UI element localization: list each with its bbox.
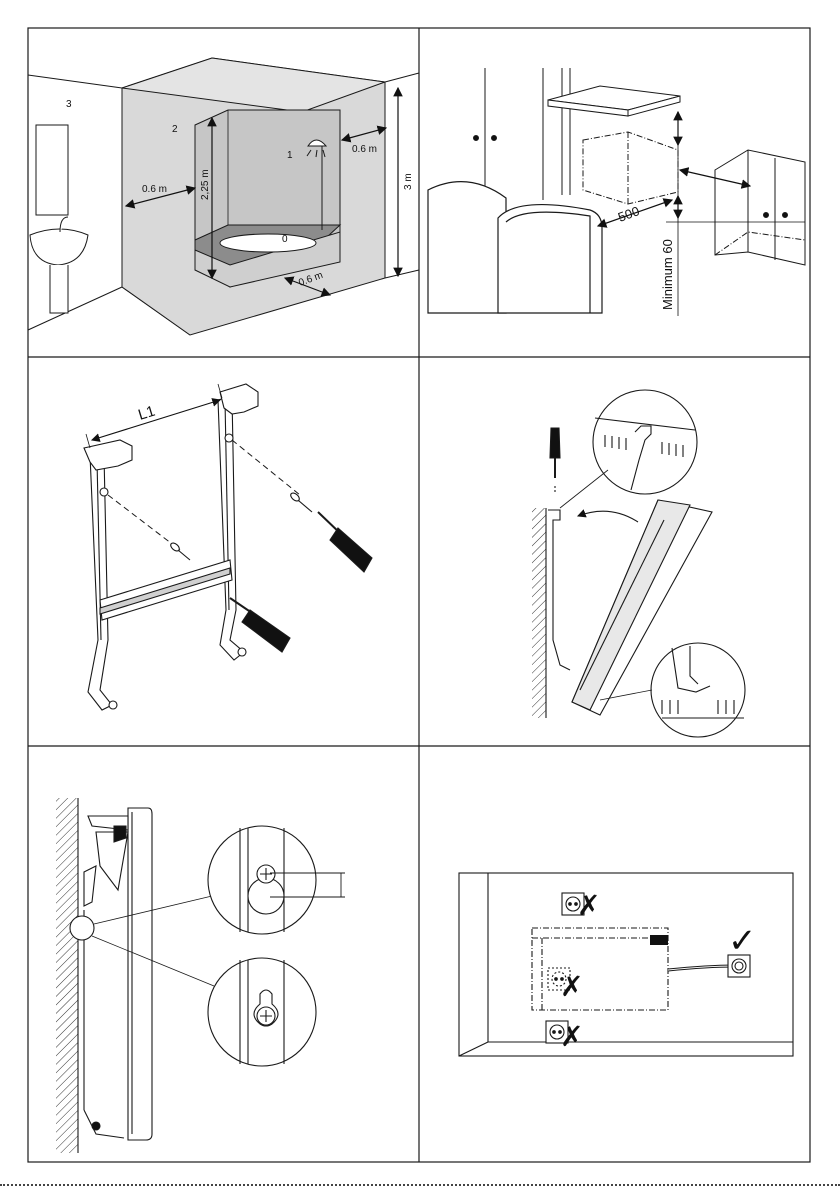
screw-icon <box>289 491 312 512</box>
dim-label-height-zone: 2,25 m <box>200 169 211 200</box>
cross-icon: ✗ <box>560 1021 583 1052</box>
zone-label-2: 2 <box>172 124 178 135</box>
panel-clearances: 500 Minimum 60 <box>428 68 805 316</box>
sink-icon <box>30 125 88 313</box>
shelf <box>548 86 680 116</box>
detail-circle-top <box>560 390 697 508</box>
detail-keyhole-top <box>208 826 345 934</box>
screwdriver-icon <box>318 512 372 572</box>
tall-cupboard <box>474 68 571 200</box>
dim-label-minimum: Minimum 60 <box>660 239 675 310</box>
panel-hanging <box>532 390 745 737</box>
zone-label-3: 3 <box>66 99 72 110</box>
heater-profile <box>84 808 152 1140</box>
bracket-crossbar <box>100 560 232 620</box>
cross-icon: ✗ <box>560 971 583 1002</box>
dim-label-depth: 500 <box>616 203 642 225</box>
zone-label-1: 1 <box>287 150 293 161</box>
bottom-perforation <box>0 1184 840 1190</box>
side-cabinet <box>715 150 805 265</box>
bracket-rail-left <box>84 440 132 710</box>
wall-hatch <box>532 508 546 718</box>
wall-hatch <box>56 798 78 1153</box>
heater-outline <box>583 132 678 204</box>
screw-icon <box>169 541 190 560</box>
screwdriver-icon <box>550 428 560 478</box>
panel-socket-position: ✗ ✗ ✗ ✓ <box>459 873 793 1056</box>
dim-label-height-total: 3 m <box>403 173 414 190</box>
dim-label-side-left: 0.6 m <box>142 184 167 195</box>
dim-arrow-l1 <box>92 400 220 440</box>
armchair <box>428 182 602 313</box>
zone-label-0: 0 <box>282 234 288 245</box>
dim-label-side-right: 0.6 m <box>352 144 377 155</box>
panel-bathroom-zones: 3 2 1 0 3 m 2,25 m 0.6 m 0.6 m 0.6 m <box>28 58 419 335</box>
detail-keyhole-bottom <box>208 958 316 1066</box>
panel-check-fixing <box>56 798 345 1153</box>
screwdriver-icon <box>230 598 290 652</box>
check-icon: ✓ <box>728 922 757 960</box>
cross-icon: ✗ <box>577 890 600 921</box>
panel-bracket: L1 <box>84 384 372 710</box>
